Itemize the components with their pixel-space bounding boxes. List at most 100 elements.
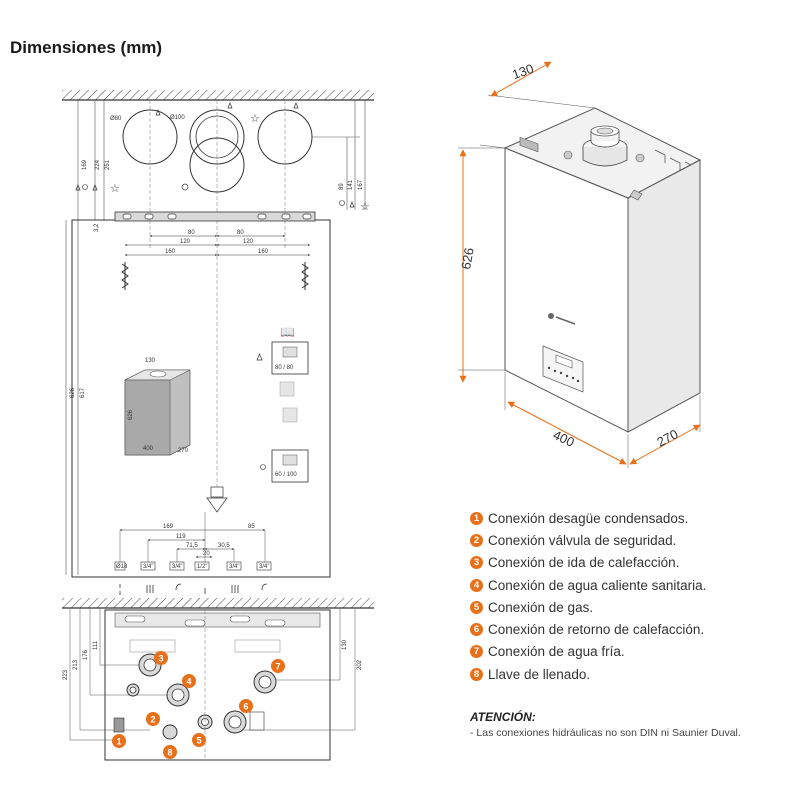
- svg-text:60 / 100: 60 / 100: [275, 472, 297, 478]
- dim-bracket-160a: 160: [165, 249, 176, 255]
- dim-conn-169: 169: [163, 524, 174, 530]
- svg-text:130: 130: [145, 358, 156, 364]
- dim-conn-85: 85: [248, 524, 255, 530]
- legend-text: Conexión válvula de seguridad.: [488, 532, 677, 548]
- ceiling-hatch: [62, 90, 374, 100]
- dim-right-167: 167: [358, 179, 364, 190]
- dim-left-169: 169: [82, 159, 88, 170]
- dim-height-626: 626: [70, 387, 76, 398]
- legend-text: Conexión de agua fría.: [488, 644, 625, 660]
- attention-note: - Las conexiones hidráulicas no son DIN …: [470, 727, 741, 739]
- legend-item: 6 Conexión de retorno de calefacción.: [470, 618, 790, 640]
- legend-item: 1 Conexión desagüe condensados.: [470, 507, 790, 529]
- legend-item: 5 Conexión de gas.: [470, 596, 790, 618]
- boiler-front-outline: [71, 219, 331, 578]
- dim-right-141: 141: [348, 179, 354, 190]
- bottom-view: 111 176 213 223 130 202: [62, 598, 374, 761]
- legend-text: Conexión de agua caliente sanitaria.: [488, 577, 707, 593]
- dim-bracket-80a: 80: [188, 230, 195, 236]
- legend-text: Conexión de gas.: [488, 599, 594, 615]
- dim-bottom-213: 213: [73, 659, 79, 670]
- marker-4: 4: [186, 677, 191, 687]
- svg-text:626: 626: [128, 409, 134, 420]
- legend-text: Llave de llenado.: [488, 666, 591, 682]
- legend-number-badge: 3: [470, 556, 483, 570]
- dim-pipe-80a: Ø80: [110, 116, 122, 122]
- legend-number-badge: 7: [470, 645, 483, 659]
- dim-bottom-202: 202: [357, 659, 363, 670]
- marker-6: 6: [243, 702, 248, 712]
- marker-8: 8: [167, 748, 172, 758]
- legend-text: Conexión desagüe condensados.: [488, 510, 689, 526]
- legend-item: 8 Llave de llenado.: [470, 663, 790, 685]
- dim-arrow-130: [490, 61, 552, 97]
- isometric-boiler: 130 626 400 270: [458, 61, 702, 468]
- legend-number-badge: 8: [470, 667, 483, 681]
- connection-labels: Ø18 3/4" 3/4" 1/2" 3/4" 3/4": [114, 561, 272, 571]
- marker-7: 7: [275, 662, 280, 672]
- legend-text: Conexión de retorno de calefacción.: [488, 622, 705, 638]
- attention-heading: ATENCIÓN:: [470, 710, 536, 724]
- legend-item: 2 Conexión válvula de seguridad.: [470, 529, 790, 551]
- dim-bottom-176: 176: [83, 649, 89, 660]
- svg-text:Ø18: Ø18: [116, 564, 128, 570]
- star-icon: ☆: [110, 183, 120, 195]
- svg-text:3/4": 3/4": [143, 564, 153, 570]
- dim-conn-30-5: 30,5: [218, 543, 230, 549]
- dim-bracket-120b: 120: [243, 239, 254, 245]
- legend-number-badge: 2: [470, 533, 483, 547]
- legend-number-badge: 1: [470, 511, 483, 525]
- legend-number-badge: 4: [470, 578, 483, 592]
- dim-iso-400: 400: [551, 427, 577, 450]
- control-panel: [542, 345, 584, 393]
- svg-text:☆: ☆: [360, 201, 370, 213]
- legend-text: Conexión de ida de calefacción.: [488, 555, 680, 571]
- page-title: Dimensiones (mm): [10, 38, 163, 57]
- svg-text:80 / 80: 80 / 80: [275, 365, 294, 371]
- wall-bracket: [114, 211, 316, 222]
- flue-pipe-center-low: [189, 137, 245, 193]
- dim-iso-626: 626: [458, 247, 477, 271]
- wall-anchors: [121, 262, 309, 290]
- dim-iso-270: 270: [654, 426, 680, 449]
- svg-text:3/4": 3/4": [259, 564, 269, 570]
- circle-mark-icon: [82, 184, 88, 190]
- brand-logo-icon: [548, 313, 554, 319]
- dim-bottom-223: 223: [63, 669, 69, 680]
- dim-bottom-130: 130: [342, 639, 348, 650]
- dim-top-3-2: 3,2: [94, 223, 100, 232]
- dim-arrow-270: [629, 424, 701, 465]
- dim-conn-119: 119: [176, 534, 186, 540]
- marker-5: 5: [196, 736, 201, 746]
- legend-number-badge: 5: [470, 600, 483, 614]
- legend-number-badge: 6: [470, 623, 483, 637]
- dim-left-251: 251: [105, 159, 111, 170]
- dim-height-617: 617: [80, 387, 86, 398]
- dim-bracket-80b: 80: [237, 230, 244, 236]
- dim-iso-130: 130: [510, 61, 536, 83]
- dim-bracket-160b: 160: [258, 249, 269, 255]
- svg-text:270: 270: [178, 448, 189, 454]
- svg-text:400: 400: [143, 446, 154, 452]
- svg-text:☆: ☆: [250, 113, 260, 125]
- marker-3: 3: [158, 654, 163, 664]
- boiler-front-face: [504, 147, 629, 433]
- dim-bottom-111: 111: [93, 640, 99, 650]
- dim-pipe-100: Ø100: [170, 115, 185, 121]
- svg-text:1/2": 1/2": [197, 564, 207, 570]
- mini-boiler: 130 626 400 270: [124, 358, 191, 456]
- dim-right-89: 89: [339, 183, 345, 190]
- marker-2: 2: [150, 715, 155, 725]
- marker-1: 1: [116, 737, 121, 747]
- dim-conn-20: 20: [203, 551, 210, 557]
- dim-arrow-400: [507, 401, 627, 465]
- dim-bracket-120a: 120: [180, 239, 191, 245]
- connection-markers: 1 2 3 4 5 6 7 8: [112, 651, 285, 759]
- front-view: 169 224 251 ☆ Ø80 Ø100 ☆ 89 141 167 ☆: [62, 90, 374, 595]
- legend-item: 4 Conexión de agua caliente sanitaria.: [470, 574, 790, 596]
- dim-left-224: 224: [95, 159, 101, 170]
- book-icon: 📖: [280, 325, 295, 339]
- legend-item: 7 Conexión de agua fría.: [470, 641, 790, 663]
